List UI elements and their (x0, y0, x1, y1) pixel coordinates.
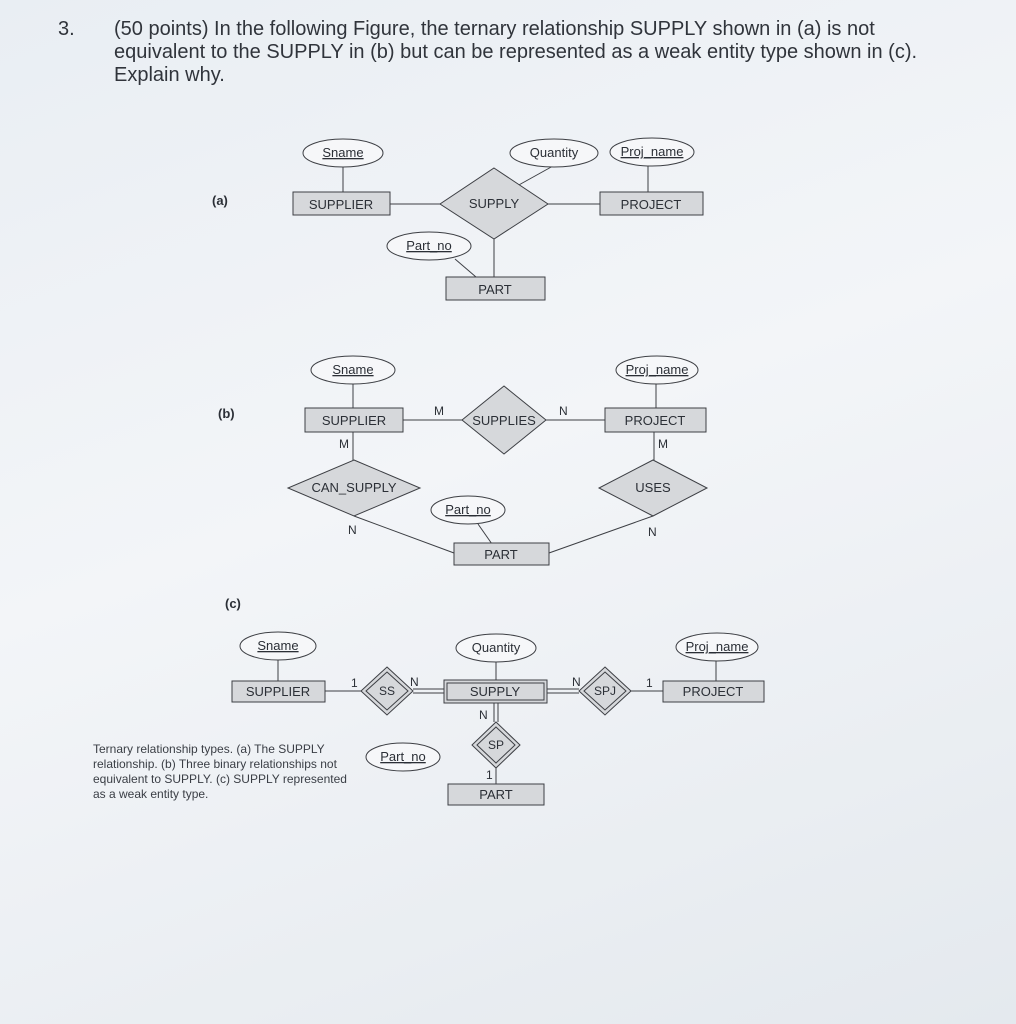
relationship-supplies: SUPPLIES (461, 385, 547, 455)
identifying-relationship-sp: SP (471, 721, 521, 769)
line (516, 165, 554, 187)
attr-sname: Sname (310, 355, 396, 385)
figure-b-label: (b) (218, 406, 235, 421)
cardinality: N (479, 708, 488, 722)
svg-text:PROJECT: PROJECT (625, 413, 686, 428)
svg-text:Proj_name: Proj_name (621, 144, 684, 159)
question-number: 3. (58, 18, 75, 40)
line (477, 523, 493, 545)
svg-text:PART: PART (478, 282, 512, 297)
svg-text:Part_no: Part_no (445, 502, 491, 517)
attr-proj-name: Proj_name (615, 355, 699, 385)
svg-text:Proj_name: Proj_name (626, 362, 689, 377)
svg-text:SUPPLIES: SUPPLIES (472, 413, 536, 428)
attr-proj-name: Proj_name (609, 137, 695, 167)
identifying-relationship-spj: SPJ (578, 666, 632, 716)
attr-part-no: Part_no (386, 231, 472, 261)
svg-text:Quantity: Quantity (530, 145, 579, 160)
cardinality: 1 (351, 676, 358, 690)
attr-quantity: Quantity (509, 138, 599, 168)
entity-part: PART (447, 783, 545, 806)
entity-project: PROJECT (599, 191, 704, 216)
figure-c: (c) Sname Quantity Proj_name Part_no (225, 596, 765, 806)
svg-text:SUPPLY: SUPPLY (470, 684, 521, 699)
cardinality: M (434, 404, 444, 418)
identifying-relationship-ss: SS (360, 666, 414, 716)
svg-text:PROJECT: PROJECT (621, 197, 682, 212)
line (353, 515, 455, 554)
cardinality: 1 (646, 676, 653, 690)
entity-supplier: SUPPLIER (304, 407, 404, 433)
svg-text:SUPPLIER: SUPPLIER (322, 413, 386, 428)
figure-caption: Ternary relationship types. (a) The SUPP… (93, 742, 347, 801)
svg-text:PROJECT: PROJECT (683, 684, 744, 699)
svg-text:SP: SP (488, 738, 504, 752)
svg-text:Sname: Sname (257, 638, 298, 653)
svg-text:SUPPLIER: SUPPLIER (246, 684, 310, 699)
attr-part-no: Part_no (365, 742, 441, 772)
question-text: (50 points) In the following Figure, the… (114, 18, 918, 86)
svg-text:USES: USES (635, 480, 671, 495)
figure-b: (b) Sname Proj_name Part_no SUPPLIER (218, 355, 709, 566)
entity-part: PART (445, 276, 546, 301)
entity-part: PART (453, 542, 550, 566)
cardinality: M (339, 437, 349, 451)
cardinality: 1 (486, 768, 493, 782)
svg-text:PART: PART (479, 787, 513, 802)
entity-project: PROJECT (604, 407, 707, 433)
relationship-supply: SUPPLY (439, 167, 549, 240)
relationship-can-supply: CAN_SUPPLY (286, 459, 422, 517)
figure-a: (a) Sname Quantity Proj_name Part_no (212, 137, 704, 301)
line (548, 515, 654, 554)
attr-quantity: Quantity (455, 633, 537, 663)
cardinality: N (559, 404, 568, 418)
attr-sname: Sname (239, 631, 317, 661)
svg-text:Part_no: Part_no (380, 749, 426, 764)
cardinality: N (348, 523, 357, 537)
figure-a-label: (a) (212, 193, 228, 208)
svg-text:SS: SS (379, 684, 395, 698)
attr-sname: Sname (302, 138, 384, 168)
attr-proj-name: Proj_name (675, 632, 759, 662)
cardinality: N (572, 675, 581, 689)
cardinality: N (410, 675, 419, 689)
svg-text:Quantity: Quantity (472, 640, 521, 655)
cardinality: M (658, 437, 668, 451)
cardinality: N (648, 525, 657, 539)
question: 3. (50 points) In the following Figure, … (58, 18, 968, 87)
entity-project: PROJECT (662, 680, 765, 703)
line (454, 258, 477, 278)
attr-part-no: Part_no (430, 495, 506, 525)
svg-text:CAN_SUPPLY: CAN_SUPPLY (311, 480, 396, 495)
svg-text:Proj_name: Proj_name (686, 639, 749, 654)
figure-c-label: (c) (225, 596, 241, 611)
weak-entity-supply: SUPPLY (443, 679, 548, 704)
svg-text:Sname: Sname (332, 362, 373, 377)
svg-text:Sname: Sname (322, 145, 363, 160)
svg-text:SPJ: SPJ (594, 684, 616, 698)
svg-text:PART: PART (484, 547, 518, 562)
entity-supplier: SUPPLIER (292, 191, 391, 216)
relationship-uses: USES (597, 459, 709, 517)
entity-supplier: SUPPLIER (231, 680, 326, 703)
svg-text:SUPPLIER: SUPPLIER (309, 197, 373, 212)
svg-text:SUPPLY: SUPPLY (469, 196, 520, 211)
svg-text:Part_no: Part_no (406, 238, 452, 253)
